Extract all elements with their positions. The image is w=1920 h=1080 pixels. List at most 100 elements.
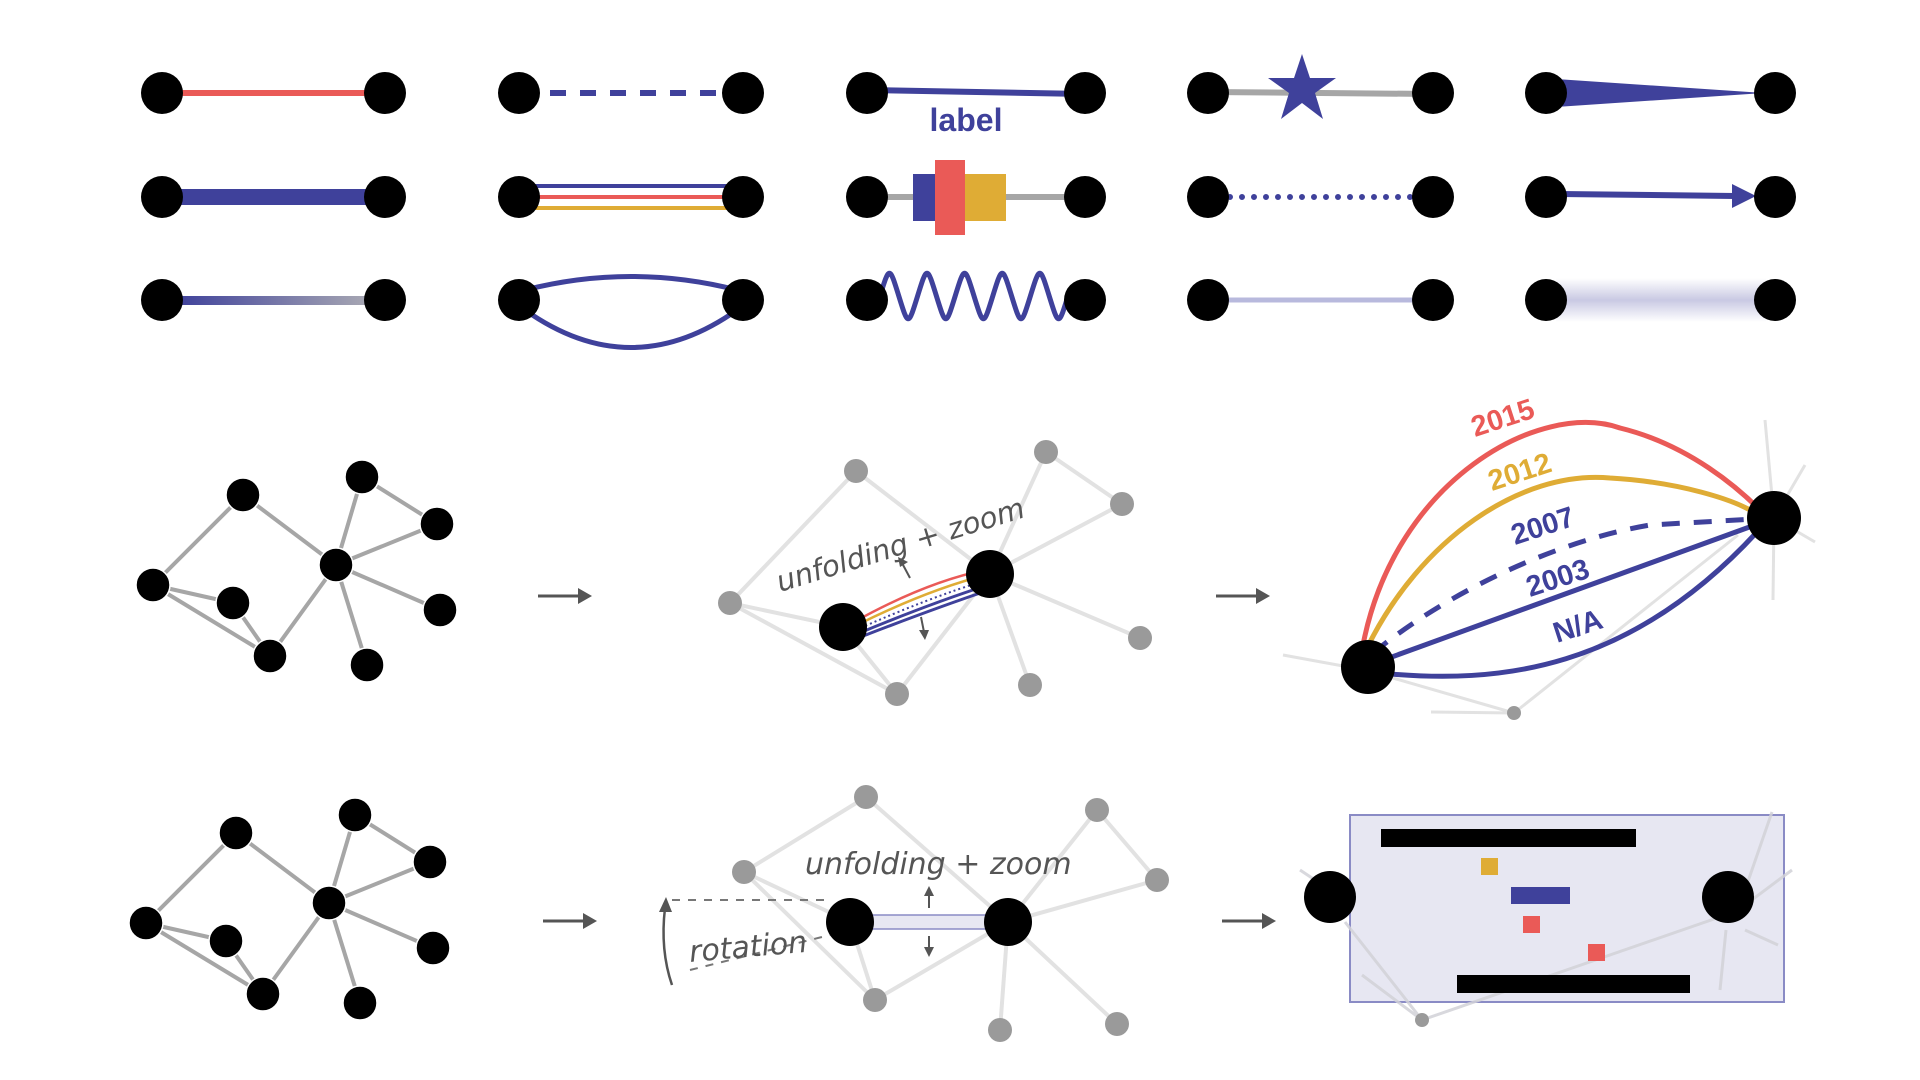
node <box>412 844 448 880</box>
edge-style-glyph <box>1187 54 1454 119</box>
context-edge <box>989 572 1141 640</box>
expand-arrows-icon <box>898 557 929 640</box>
node <box>846 72 888 114</box>
network-source <box>135 459 458 683</box>
step-label: unfolding + zoom <box>805 847 1072 882</box>
network-unfolding <box>732 785 1169 1042</box>
node <box>128 905 164 941</box>
edge-style-labeled: label <box>846 72 1106 138</box>
context-node <box>1507 706 1521 720</box>
node <box>1754 279 1796 321</box>
edge-2003 <box>1377 522 1756 665</box>
context-edge <box>1095 808 1159 882</box>
pipeline-panel: rotation unfolding + zoom <box>128 785 1793 1042</box>
context-node <box>844 459 868 483</box>
node <box>498 279 540 321</box>
star-icon <box>1268 54 1336 119</box>
node <box>1187 279 1229 321</box>
node <box>349 647 385 683</box>
context-edge <box>1044 450 1124 506</box>
context-node <box>718 591 742 615</box>
node <box>364 176 406 218</box>
edge-style-gradient <box>141 279 406 321</box>
node <box>344 459 380 495</box>
node <box>1412 176 1454 218</box>
node <box>252 638 288 674</box>
focus-node <box>819 603 867 651</box>
edge-label: label <box>930 102 1003 138</box>
context-node <box>1415 1013 1429 1027</box>
context-edge <box>873 920 1010 1002</box>
node <box>245 976 281 1012</box>
panel-bar-blue <box>1511 887 1570 904</box>
edge <box>241 493 338 567</box>
edge <box>328 860 431 905</box>
node <box>722 279 764 321</box>
focus-node <box>966 550 1014 598</box>
edge <box>335 522 438 567</box>
node <box>342 985 378 1021</box>
node <box>722 72 764 114</box>
pipeline-timeline: unfolding + zoom 2015 <box>135 393 1816 720</box>
context-node <box>863 988 887 1012</box>
edge <box>234 831 331 905</box>
panel-bar-top <box>1381 829 1636 847</box>
node <box>419 506 455 542</box>
node <box>141 72 183 114</box>
panel-square-red <box>1523 916 1540 933</box>
node <box>225 477 261 513</box>
node <box>1525 176 1567 218</box>
context-node <box>1128 626 1152 650</box>
transition-arrow-icon <box>1222 913 1276 929</box>
context-edge <box>1006 920 1119 1026</box>
context-node <box>885 682 909 706</box>
blue-bar <box>913 174 935 221</box>
arrowhead-icon <box>1732 184 1756 208</box>
context-edge <box>729 601 898 696</box>
context-edge <box>1007 878 1158 924</box>
context-node <box>988 1018 1012 1042</box>
node <box>1187 72 1229 114</box>
edge <box>261 901 331 996</box>
edge <box>151 493 245 587</box>
edge-na <box>1379 530 1759 679</box>
context-edge <box>742 795 868 874</box>
edge-style-tapered <box>1525 72 1796 114</box>
node <box>498 72 540 114</box>
network-source <box>128 797 451 1021</box>
edge-style-curved-multi <box>498 274 764 350</box>
context-node <box>1105 1012 1129 1036</box>
node <box>1064 176 1106 218</box>
context-node <box>732 860 756 884</box>
node <box>1754 176 1796 218</box>
transition-arrow-icon <box>543 913 597 929</box>
edge-style-dashed <box>498 72 764 114</box>
rotation-indicator: rotation <box>659 897 831 986</box>
edge <box>328 901 434 950</box>
label-2012: 2012 <box>1484 447 1555 497</box>
rotation-label: rotation <box>688 925 809 970</box>
red-bar <box>935 160 965 235</box>
edge-style-light <box>1187 279 1454 321</box>
edge-style-stacked-bars <box>846 160 1106 235</box>
result-panel <box>1299 811 1793 1027</box>
node <box>337 797 373 833</box>
transition-arrow-icon <box>538 588 592 604</box>
context-edge <box>742 870 877 1002</box>
node <box>135 567 171 603</box>
node <box>141 176 183 218</box>
edge-style-arrow <box>1525 176 1796 218</box>
context-node <box>1018 673 1042 697</box>
label-2007: 2007 <box>1507 501 1578 551</box>
edge-style-width <box>141 176 406 218</box>
node <box>722 176 764 218</box>
edge <box>144 831 238 925</box>
node <box>846 279 888 321</box>
node <box>1187 176 1229 218</box>
node <box>318 547 354 583</box>
context-node <box>1085 798 1109 822</box>
context-node <box>1034 440 1058 464</box>
edge <box>151 583 272 658</box>
label-na: N/A <box>1549 604 1606 650</box>
result-timeline: 2015 2012 2007 2003 N/A <box>1282 393 1816 720</box>
